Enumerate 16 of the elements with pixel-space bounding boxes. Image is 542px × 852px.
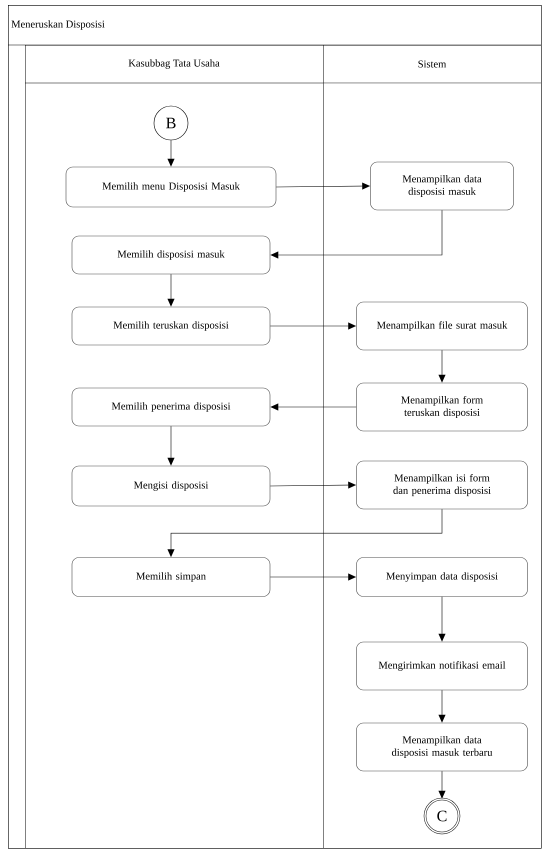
activity-box: Menampilkan file surat masuk (356, 302, 528, 350)
lane-header: Kasubbag Tata Usaha (128, 59, 220, 69)
activity-box: Memilih simpan (72, 557, 270, 597)
activity-box: Memilih penerima disposisi (72, 388, 270, 426)
activity-box: Memilih disposisi masuk (72, 236, 270, 274)
activity-box: Menampilkan data disposisi masuk terbaru (356, 722, 528, 772)
activity-box: Menampilkan form teruskan disposisi (356, 382, 528, 432)
pool-title: Meneruskan Disposisi (12, 20, 105, 30)
activity-box: Memilih teruskan disposisi (72, 306, 270, 346)
activity-box: Menyimpan data disposisi (356, 557, 528, 597)
lane-header: Sistem (418, 60, 446, 68)
activity-box: Mengirimkan notifikasi email (356, 642, 528, 690)
activity-box: Menampilkan isi form dan penerima disposisi (356, 460, 528, 510)
activity-box: Menampilkan data disposisi masuk (370, 162, 514, 210)
activity-box: Mengisi disposisi (72, 466, 270, 506)
activity-box: Memilih menu Disposisi Masuk (66, 166, 276, 208)
